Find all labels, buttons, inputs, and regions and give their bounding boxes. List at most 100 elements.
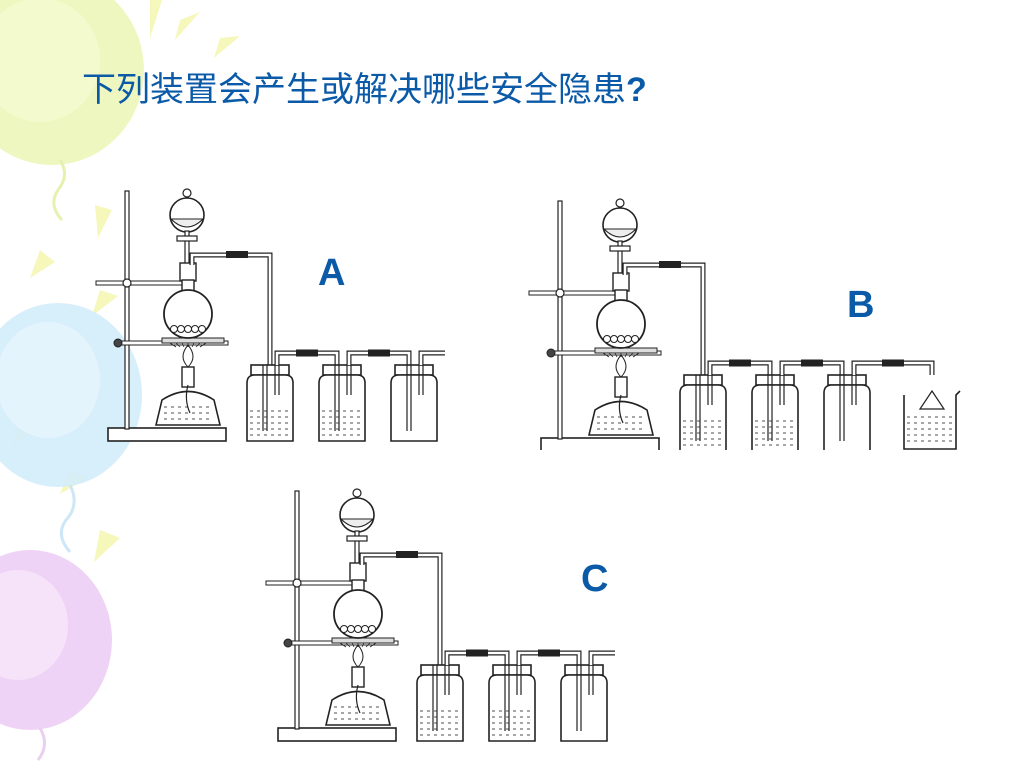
gas-washing-bottle xyxy=(390,374,438,442)
reactant-pellet xyxy=(354,625,362,633)
funnel-stopper xyxy=(615,198,625,208)
apparatus-a-label: A xyxy=(318,252,346,294)
slide-title: 下列装置会产生或解决哪些安全隐患? xyxy=(82,62,647,111)
flame-ray xyxy=(614,352,618,358)
apparatus-b xyxy=(528,198,961,450)
bottle-stopper xyxy=(827,374,867,386)
funnel-liquid xyxy=(339,518,375,528)
rubber-connector xyxy=(801,359,823,367)
clamp-arm-upper xyxy=(528,290,626,296)
funnel-liquid xyxy=(169,218,205,228)
apparatus-c xyxy=(265,488,615,742)
clamp-arm-upper xyxy=(265,580,363,586)
gas-washing-bottle xyxy=(488,674,536,742)
flame xyxy=(182,344,194,368)
reactant-pellet xyxy=(191,325,199,333)
reactant-pellet xyxy=(198,325,206,333)
reactant-pellet xyxy=(617,335,625,343)
stopcock xyxy=(346,535,368,542)
flame-ray xyxy=(361,642,365,648)
gas-washing-bottle xyxy=(751,384,799,450)
apparatus-c-label: C xyxy=(581,558,609,600)
flame-ray xyxy=(339,642,347,648)
exhaust-tube-inner xyxy=(589,651,615,665)
reactant-pellet xyxy=(340,625,348,633)
flame-ray xyxy=(199,342,207,348)
clamp-screw xyxy=(292,578,302,588)
exhaust-tube xyxy=(588,650,615,665)
flask-stopper xyxy=(612,272,630,292)
apparatus-a xyxy=(95,188,445,442)
rubber-connector xyxy=(538,649,560,657)
flame-ray xyxy=(624,352,628,358)
bottle-stopper xyxy=(420,664,460,676)
flame-ray xyxy=(169,342,177,348)
gas-washing-bottle xyxy=(679,384,727,450)
ring-screw xyxy=(546,348,556,358)
clamp-screw xyxy=(555,288,565,298)
flame xyxy=(352,644,364,668)
stand-rod xyxy=(124,190,130,430)
reactant-pellet xyxy=(603,335,611,343)
funnel-liquid xyxy=(602,228,638,238)
beaker xyxy=(903,390,961,450)
gas-washing-bottle xyxy=(318,374,366,442)
rubber-connector xyxy=(729,359,751,367)
flame-ray xyxy=(175,342,181,348)
lamp-wick-holder xyxy=(351,666,365,688)
bottle-stopper xyxy=(683,374,723,386)
apparatus-b-label: B xyxy=(847,284,875,326)
flame-ray xyxy=(191,342,195,348)
reactant-pellet xyxy=(361,625,369,633)
inverted-funnel xyxy=(918,389,946,410)
flask-stopper xyxy=(179,262,197,282)
bottle-stopper xyxy=(755,374,795,386)
flame-ray xyxy=(181,342,185,348)
stopcock xyxy=(609,245,631,252)
stopcock xyxy=(176,235,198,242)
gas-washing-bottle xyxy=(823,384,871,450)
flame xyxy=(615,354,627,378)
rubber-connector xyxy=(396,551,418,558)
reactant-pellet xyxy=(347,625,355,633)
ring-screw xyxy=(283,638,293,648)
reactant-pellet xyxy=(624,335,632,343)
flame-ray xyxy=(345,642,351,648)
stand-base xyxy=(540,437,660,450)
flame-ray xyxy=(195,342,201,348)
flame-ray xyxy=(369,642,377,648)
reactant-pellet xyxy=(368,625,376,633)
wire-gauze xyxy=(331,637,395,644)
bottle-stopper xyxy=(394,364,434,376)
rubber-connector xyxy=(882,359,904,367)
lamp-wick-holder xyxy=(181,366,195,388)
reactant-pellet xyxy=(170,325,178,333)
flame-ray xyxy=(608,352,614,358)
lamp-wick xyxy=(355,684,361,714)
rubber-connector xyxy=(659,261,681,268)
reactant-pellet xyxy=(177,325,185,333)
wire-gauze xyxy=(594,347,658,354)
exhaust-tube xyxy=(418,350,445,365)
gas-washing-bottle xyxy=(560,674,608,742)
flame-ray xyxy=(628,352,634,358)
rubber-connector xyxy=(466,649,488,657)
clamp-screw xyxy=(122,278,132,288)
slide-title-text: 下列装置会产生或解决哪些安全隐患 xyxy=(82,70,626,110)
stand-rod xyxy=(294,490,300,730)
flame-ray xyxy=(632,352,640,358)
lamp-wick xyxy=(618,394,624,424)
lamp-wick xyxy=(185,384,191,414)
flame-ray xyxy=(602,352,610,358)
funnel-stopper xyxy=(182,188,192,198)
bottle-stopper xyxy=(322,364,362,376)
wire-gauze xyxy=(161,337,225,344)
slide-title-mark: ? xyxy=(626,71,647,109)
flame-ray xyxy=(365,642,371,648)
gas-washing-bottle xyxy=(416,674,464,742)
exhaust-tube-inner xyxy=(419,351,445,365)
clamp-arm-upper xyxy=(95,280,193,286)
bottle-stopper xyxy=(564,664,604,676)
stand-base xyxy=(277,727,397,742)
gas-washing-bottle xyxy=(246,374,294,442)
